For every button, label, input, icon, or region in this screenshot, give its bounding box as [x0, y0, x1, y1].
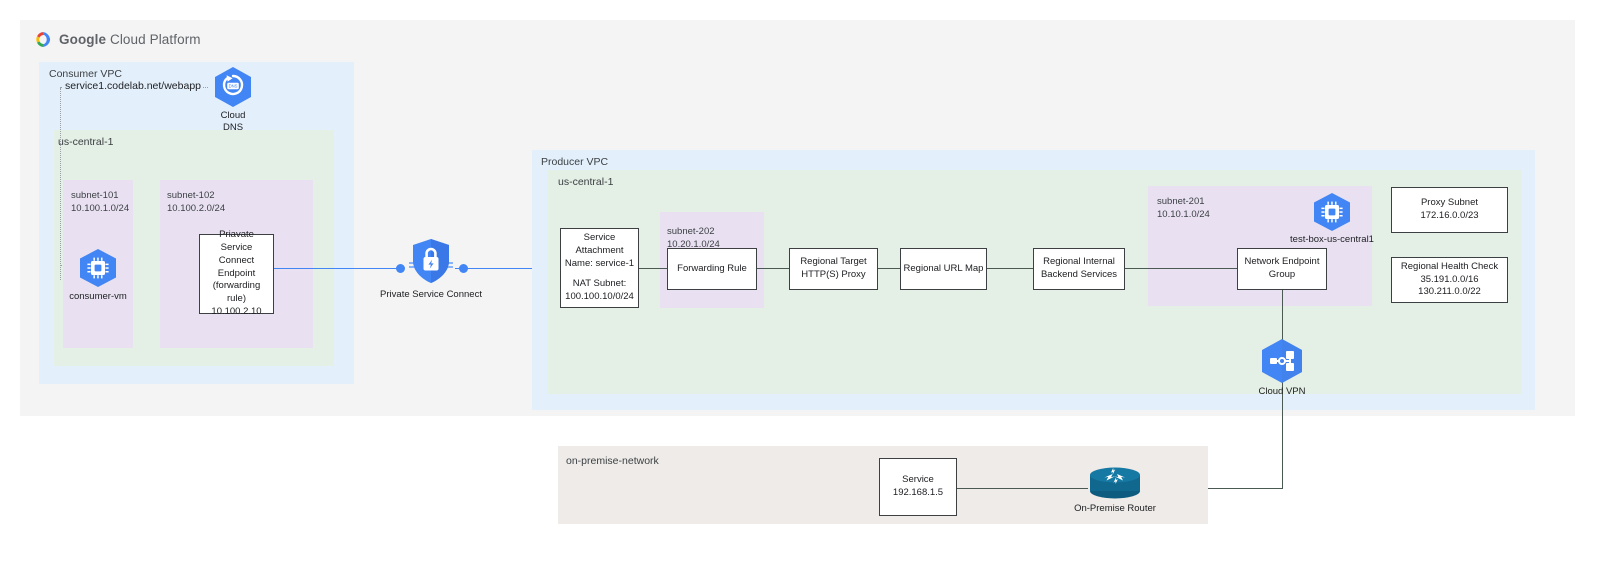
consumer-vpc-label: Consumer VPC — [49, 68, 122, 80]
psc-endpoint-line2: Connect Endpoint — [217, 254, 256, 279]
consumer-vm-node[interactable]: consumer-vm — [69, 248, 127, 303]
cloud-vpn-node[interactable]: Cloud VPN — [1255, 337, 1309, 398]
cloud-dns-node[interactable]: DNS Cloud DNS — [205, 66, 261, 135]
link-attachment-to-forwarding-rule — [639, 268, 667, 269]
link-proxy-to-url-map — [878, 268, 900, 269]
link-forwarding-rule-to-proxy — [757, 268, 789, 269]
subnet-201-cidr: 10.10.1.0/24 — [1157, 208, 1210, 220]
proxy-subnet-line1: Proxy Subnet — [1420, 197, 1479, 209]
subnet-101-name: subnet-101 — [71, 190, 119, 201]
regional-target-proxy-line1: Regional Target — [800, 256, 867, 268]
google-cloud-platform-logo-icon — [33, 30, 52, 49]
service-attachment-line4: NAT Subnet: — [572, 278, 627, 290]
on-premise-network-label: on-premise-network — [566, 455, 659, 467]
regional-target-proxy-line2: HTTP(S) Proxy — [801, 269, 866, 280]
dns-record-label: service1.codelab.net/webapp — [63, 80, 204, 92]
on-premise-service-box[interactable]: Service 192.168.1.5 — [879, 458, 957, 516]
subnet-201-name: subnet-201 — [1157, 196, 1205, 207]
router-icon — [1084, 464, 1146, 500]
cloud-vpn-icon — [1255, 337, 1309, 385]
dns-path-vertical — [60, 88, 61, 280]
cloud-vpn-label: Cloud VPN — [1258, 386, 1306, 397]
gcp-brand: Google Cloud Platform — [33, 28, 293, 50]
subnet-201-label: subnet-201 10.10.1.0/24 — [1157, 196, 1210, 222]
service-attachment-box[interactable]: Service Attachment Name: service-1 NAT S… — [560, 228, 639, 308]
link-neg-to-router-vertical — [1282, 290, 1283, 488]
regional-health-check-line2: 35.191.0.0/16 — [1420, 273, 1479, 285]
psc-connector-dot-left — [396, 264, 405, 273]
proxy-subnet-box[interactable]: Proxy Subnet 172.16.0.0/23 — [1391, 187, 1508, 233]
private-service-connect-label: Private Service Connect — [380, 289, 482, 300]
regional-backend-services-line2: Backend Services — [1040, 269, 1118, 280]
on-premise-service-line2: 192.168.1.5 — [892, 487, 944, 498]
regional-url-map-label: Regional URL Map — [903, 262, 984, 274]
regional-backend-services-line1: Regional Internal — [1043, 256, 1115, 268]
subnet-101-label: subnet-101 10.100.1.0/24 — [71, 190, 129, 216]
private-service-connect-node[interactable]: Private Service Connect — [380, 237, 482, 301]
private-service-connect-icon — [409, 237, 453, 285]
regional-health-check-box[interactable]: Regional Health Check 35.191.0.0/16 130.… — [1391, 257, 1508, 303]
cloud-dns-label-line1: Cloud — [220, 110, 246, 121]
producer-region-label: us-central-1 — [558, 176, 614, 188]
gcp-wordmark-rest: Cloud Platform — [109, 31, 201, 47]
gcp-wordmark: Google Cloud Platform — [59, 32, 201, 47]
producer-vpc-label: Producer VPC — [541, 156, 609, 168]
regional-health-check-line3: 130.211.0.0/22 — [1418, 286, 1481, 298]
service-attachment-line2: Attachment — [575, 244, 624, 256]
forwarding-rule-label: Forwarding Rule — [677, 262, 747, 274]
cloud-dns-icon: DNS — [214, 66, 252, 108]
svg-text:DNS: DNS — [229, 84, 238, 89]
service-attachment-line1: Service — [583, 231, 616, 243]
link-service-to-router — [957, 488, 1088, 489]
psc-endpoint-line3: (forwarding rule) — [212, 280, 261, 305]
network-endpoint-group-line1: Network Endpoint — [1244, 256, 1320, 268]
test-box-vm-node[interactable]: test-box-us-central1 — [1286, 192, 1378, 246]
regional-backend-services-box[interactable]: Regional Internal Backend Services — [1033, 248, 1125, 290]
proxy-subnet-line2: 172.16.0.0/23 — [1420, 210, 1479, 221]
psc-endpoint-box[interactable]: Priavate Service Connect Endpoint (forwa… — [199, 229, 274, 317]
network-endpoint-group-line2: Group — [1268, 269, 1296, 280]
subnet-101-cidr: 10.100.1.0/24 — [71, 202, 130, 214]
psc-endpoint-line1: Priavate Service — [219, 229, 254, 253]
subnet-102-name: subnet-102 — [167, 190, 215, 201]
regional-target-proxy-box[interactable]: Regional Target HTTP(S) Proxy — [789, 248, 878, 290]
cloud-dns-label-line2: DNS — [222, 122, 244, 134]
on-premise-service-line1: Service — [902, 474, 934, 486]
gcp-wordmark-strong: Google — [59, 31, 107, 47]
regional-health-check-line1: Regional Health Check — [1400, 260, 1499, 272]
subnet-202-label: subnet-202 10.20.1.0/24 — [667, 226, 720, 252]
psc-link-left — [274, 268, 404, 270]
psc-endpoint-line4: 10.100.2.10 — [211, 306, 262, 318]
link-url-map-to-backend — [987, 268, 1033, 269]
subnet-202-cidr: 10.20.1.0/24 — [667, 238, 720, 250]
network-endpoint-group-box[interactable]: Network Endpoint Group — [1237, 248, 1327, 290]
link-backend-to-neg — [1125, 268, 1237, 269]
on-premise-router-node[interactable]: On-Premise Router — [1074, 464, 1156, 515]
service-attachment-line5: 100.100.10/0/24 — [565, 291, 634, 303]
service-attachment-line3: Name: service-1 — [564, 257, 635, 269]
subnet-202-name: subnet-202 — [667, 226, 715, 237]
forwarding-rule-box[interactable]: Forwarding Rule — [667, 248, 757, 290]
regional-url-map-box[interactable]: Regional URL Map — [900, 248, 987, 290]
compute-instance-icon — [1313, 192, 1351, 232]
psc-link-right — [455, 268, 560, 270]
compute-instance-icon — [79, 248, 117, 288]
consumer-vm-label: consumer-vm — [69, 291, 127, 302]
psc-connector-dot-right — [459, 264, 468, 273]
on-premise-router-label: On-Premise Router — [1074, 503, 1156, 514]
link-vpn-to-router-horizontal — [1146, 488, 1283, 489]
subnet-102-cidr: 10.100.2.0/24 — [167, 202, 226, 214]
subnet-102-label: subnet-102 10.100.2.0/24 — [167, 190, 225, 216]
test-box-vm-label: test-box-us-central1 — [1290, 234, 1374, 245]
consumer-region-label: us-central-1 — [58, 136, 114, 148]
